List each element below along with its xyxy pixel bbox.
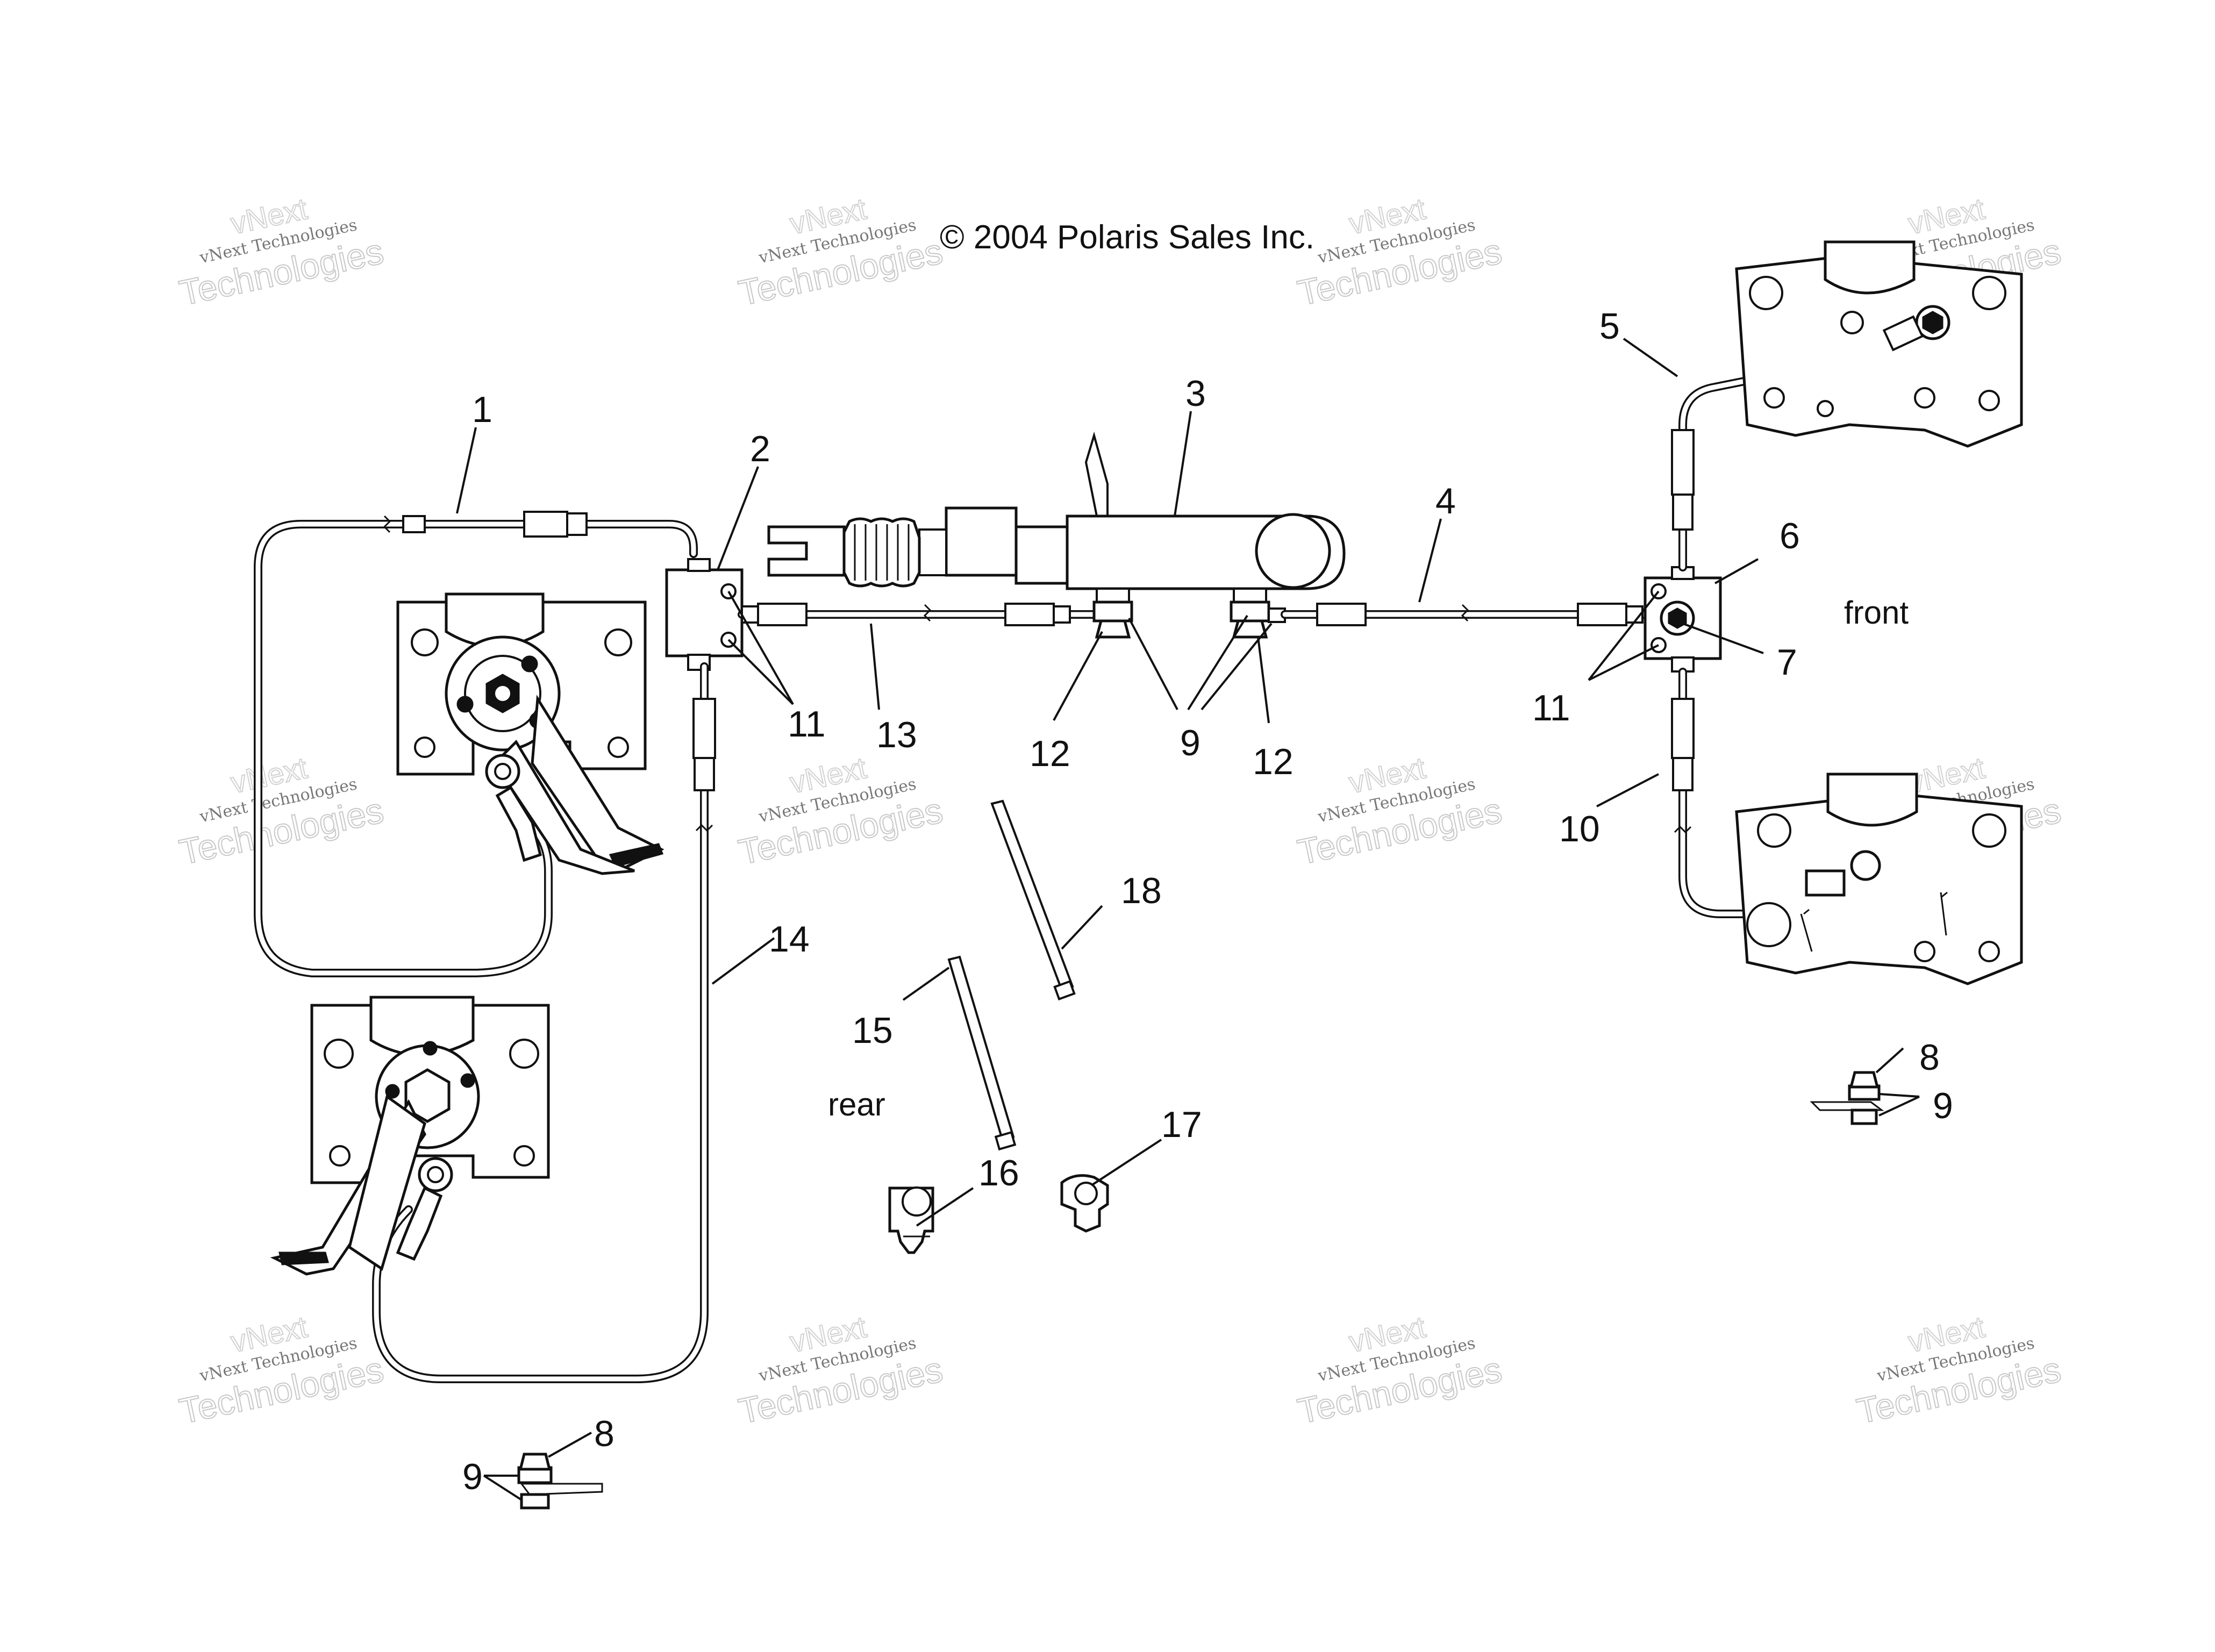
callout-12-right: 12 xyxy=(1253,741,1294,782)
cable-tie-15 xyxy=(947,955,1017,1151)
callout-6: 6 xyxy=(1780,516,1800,556)
callout-10: 10 xyxy=(1559,809,1600,849)
rear-junction-block-2 xyxy=(665,558,744,671)
cable-tie-18 xyxy=(990,799,1076,1000)
callout-13: 13 xyxy=(876,714,917,755)
watermark: vNext vNext Technologies Technologies xyxy=(1294,750,1505,873)
crush-washer xyxy=(1230,600,1270,623)
bolt-washer-assembly-right xyxy=(1810,1071,1884,1125)
break-mark xyxy=(923,604,932,622)
callout-15: 15 xyxy=(852,1010,893,1051)
hose-sleeve xyxy=(402,515,426,533)
hose-fitting xyxy=(1671,429,1695,496)
copyright-notice: © 2004 Polaris Sales Inc. xyxy=(940,219,1314,256)
brake-line-4 xyxy=(1281,603,1649,626)
rear-caliper-lower xyxy=(270,996,550,1276)
banjo-bolt-12 xyxy=(1095,619,1131,639)
bleeder-fitting xyxy=(1805,869,1846,897)
hose-fitting xyxy=(757,603,808,626)
orientation-front-label: front xyxy=(1844,595,1909,631)
callout-1: 1 xyxy=(472,389,492,430)
rubber-boot xyxy=(842,517,921,588)
callout-18: 18 xyxy=(1121,870,1162,911)
break-mark xyxy=(1674,825,1692,834)
orientation-rear-label: rear xyxy=(828,1086,885,1122)
callout-14: 14 xyxy=(769,919,810,960)
clevis xyxy=(767,525,846,577)
rear-caliper-upper xyxy=(396,592,664,875)
callout-3: 3 xyxy=(1185,373,1206,414)
callout-11-left: 11 xyxy=(788,704,826,745)
front-caliper-upper xyxy=(1735,240,2023,448)
callout-labels: 1 2 3 4 5 6 7 8 8 9 9 9 10 11 11 12 12 1… xyxy=(462,306,1953,1497)
hose-fitting xyxy=(1004,603,1055,626)
brake-line-13 xyxy=(738,603,1112,626)
callout-5: 5 xyxy=(1599,306,1620,347)
watermark: vNext vNext Technologies Technologies xyxy=(734,191,946,313)
hose-sleeve xyxy=(694,757,715,791)
callout-9-right: 9 xyxy=(1933,1085,1953,1126)
bolt-8 xyxy=(1849,1071,1880,1089)
adjuster-nut xyxy=(404,1068,451,1123)
watermark: vNext vNext Technologies Technologies xyxy=(175,750,387,873)
break-mark xyxy=(1461,604,1469,622)
hose-fitting xyxy=(1316,603,1367,626)
callout-11-right: 11 xyxy=(1532,688,1570,728)
hose-fitting xyxy=(692,698,716,759)
watermark: vNext vNext Technologies Technologies xyxy=(1853,1309,2064,1432)
callout-9-center: 9 xyxy=(1180,723,1201,763)
callout-8-left: 8 xyxy=(594,1413,615,1454)
break-mark xyxy=(383,515,391,533)
hose-sleeve xyxy=(1672,757,1694,791)
watermark: vNext vNext Technologies Technologies xyxy=(1294,1309,1505,1432)
callout-4: 4 xyxy=(1435,481,1456,521)
watermark: vNext vNext Technologies Technologies xyxy=(734,1309,946,1432)
crush-washer xyxy=(1092,600,1133,623)
front-junction-block-6 xyxy=(1644,566,1722,673)
washer-9 xyxy=(520,1493,550,1510)
callout-8-right: 8 xyxy=(1919,1037,1940,1078)
watermark: vNext vNext Technologies Technologies xyxy=(734,750,946,873)
watermark: vNext vNext Technologies Technologies xyxy=(175,191,387,313)
break-mark xyxy=(695,824,713,832)
bolt-8 xyxy=(518,1453,552,1471)
front-caliper-lower xyxy=(1735,773,2023,985)
rear-brake-line-1 xyxy=(254,511,698,977)
callout-2: 2 xyxy=(750,428,770,469)
bolt-washer-assembly-left xyxy=(517,1453,603,1510)
hose-clip-17 xyxy=(1060,1174,1109,1233)
watermark: vNext vNext Technologies Technologies xyxy=(1294,191,1505,313)
master-cylinder-3 xyxy=(767,431,1346,639)
leader-lines xyxy=(456,338,1920,1501)
watermark: vNext vNext Technologies Technologies xyxy=(175,1309,387,1432)
hose-sleeve xyxy=(1672,494,1694,531)
hose-nut xyxy=(566,512,588,536)
callout-17: 17 xyxy=(1161,1104,1202,1145)
callout-9-left: 9 xyxy=(462,1456,483,1497)
callout-16: 16 xyxy=(978,1153,1019,1193)
callout-12-left: 12 xyxy=(1030,733,1070,774)
callout-7: 7 xyxy=(1777,642,1797,683)
hose-fitting xyxy=(1671,698,1695,759)
washer-9 xyxy=(1850,1109,1878,1125)
hose-fitting xyxy=(523,511,568,538)
hose-fitting xyxy=(1577,603,1627,626)
hose-clip-16 xyxy=(888,1186,934,1254)
reservoir-vent xyxy=(1084,431,1109,517)
